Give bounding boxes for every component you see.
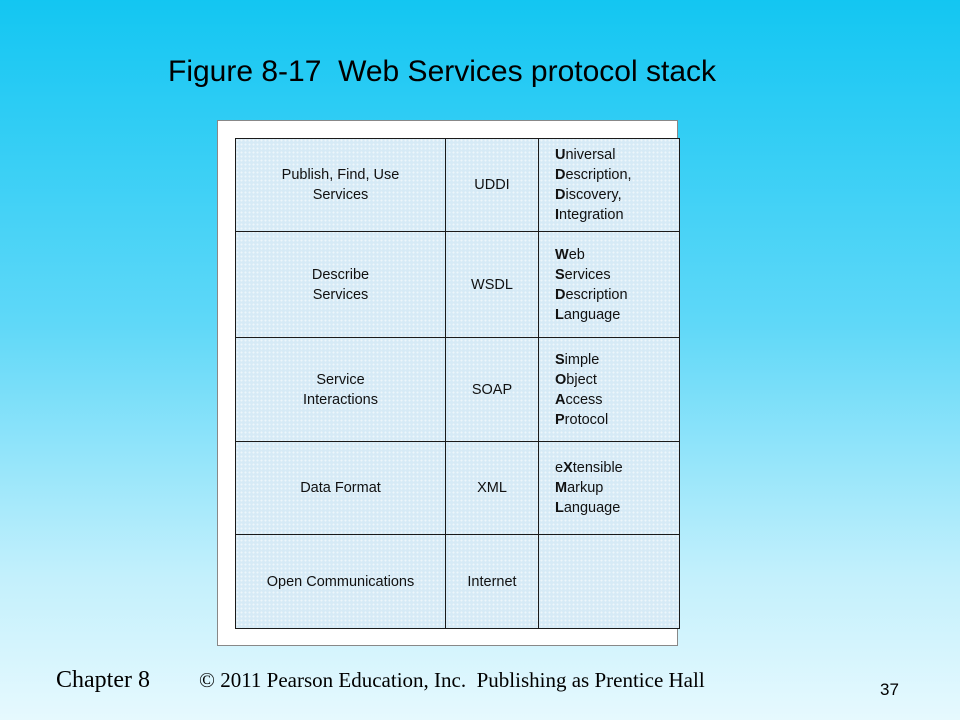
layer-function-line: Services: [312, 187, 369, 203]
layer-acronym-expansion-cell: [538, 534, 680, 629]
acronym-rest: niversal: [565, 147, 616, 163]
page-number: 37: [880, 680, 899, 699]
acronym-expansion-line: Integration: [555, 205, 679, 225]
acronym-letter: X: [563, 460, 573, 476]
acronym-rest: ervices: [564, 266, 611, 283]
acronym-expansion-line: Description,: [555, 165, 679, 185]
acronym-rest: escription,: [565, 167, 632, 183]
acronym-rest: imple: [564, 351, 600, 368]
acronym-rest: e: [555, 460, 564, 476]
acronym-letter: I: [555, 207, 560, 223]
acronym-letter: D: [555, 286, 566, 303]
layer-protocol-label: SOAP: [471, 381, 513, 398]
acronym-letter: U: [555, 147, 566, 163]
layer-function-line: Data Format: [300, 480, 381, 496]
layer-protocol-label: UDDI: [474, 177, 510, 193]
acronym-expansion-line: eXtensible: [555, 458, 679, 478]
layer-function-line: Interactions: [303, 391, 378, 408]
layer-function-line: Service: [316, 371, 365, 388]
acronym-rest: tensible: [572, 460, 623, 476]
acronym-letter: M: [555, 480, 568, 496]
acronym-expansion-line: Simple: [555, 350, 679, 370]
acronym-rest: eb: [568, 246, 585, 263]
layer-protocol-cell: UDDI: [445, 138, 539, 232]
acronym-expansion-line: Language: [555, 498, 679, 518]
acronym-rest: anguage: [563, 306, 621, 323]
acronym-letter: P: [555, 411, 565, 428]
acronym-rest: bject: [566, 371, 597, 388]
layer-function-cell: Data Format: [235, 441, 446, 535]
layer-protocol-cell: WSDL: [445, 231, 539, 338]
layer-protocol-cell: XML: [445, 441, 539, 535]
acronym-expansion-line: Services: [555, 265, 679, 285]
acronym-rest: ccess: [565, 391, 603, 408]
layer-protocol-cell: Internet: [445, 534, 539, 629]
acronym-expansion-line: Object: [555, 370, 679, 390]
stack-layer-row: Open Communications Internet: [235, 534, 680, 629]
layer-protocol-label: WSDL: [471, 276, 513, 293]
acronym-letter: D: [555, 167, 566, 183]
acronym-expansion-line: Access: [555, 390, 679, 410]
slide-title: Figure 8-17 Web Services protocol stack: [168, 55, 717, 88]
layer-function-line: Describe: [311, 266, 370, 283]
acronym-expansion-line: Protocol: [555, 410, 679, 430]
acronym-rest: rotocol: [564, 411, 609, 428]
acronym-letter: L: [555, 306, 564, 323]
layer-function-cell: Open Communications: [235, 534, 446, 629]
layer-function-line: Services: [312, 286, 369, 303]
acronym-letter: A: [555, 391, 566, 408]
acronym-expansion-line: Web: [555, 245, 679, 265]
acronym-rest: iscovery,: [565, 187, 622, 203]
acronym-expansion-line: Markup: [555, 478, 679, 498]
layer-function-line: Open Communications: [266, 573, 415, 590]
acronym-letter: D: [555, 187, 566, 203]
acronym-letter: S: [555, 266, 565, 283]
acronym-rest: ntegration: [559, 207, 624, 223]
layer-protocol-label: XML: [477, 480, 507, 496]
acronym-letter: S: [555, 351, 565, 368]
acronym-rest: anguage: [563, 500, 621, 516]
layer-protocol-label: Internet: [467, 573, 517, 590]
acronym-letter: O: [555, 371, 567, 388]
acronym-rest: escription: [565, 286, 628, 303]
footer-chapter: Chapter 8: [56, 667, 150, 693]
layer-protocol-cell: SOAP: [445, 337, 539, 442]
layer-function-line: Publish, Find, Use: [281, 167, 400, 183]
acronym-letter: L: [555, 500, 564, 516]
acronym-letter: W: [555, 246, 569, 263]
footer-copyright: © 2011 Pearson Education, Inc. Publishin…: [199, 668, 705, 692]
acronym-expansion-line: Language: [555, 305, 679, 325]
acronym-expansion-line: Universal: [555, 145, 679, 165]
acronym-rest: arkup: [567, 480, 604, 496]
acronym-expansion-line: Description: [555, 285, 679, 305]
acronym-expansion-line: Discovery,: [555, 185, 679, 205]
